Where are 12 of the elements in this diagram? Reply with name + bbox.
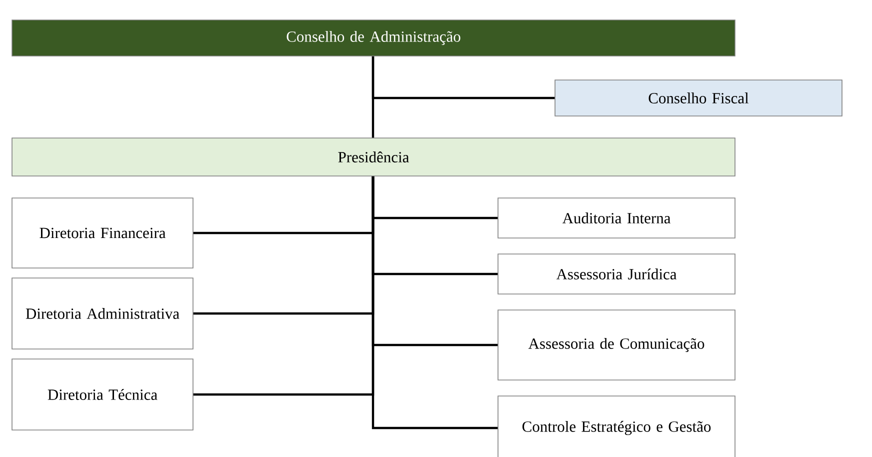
presidency-box: Presidência (12, 138, 736, 176)
unit-box: Controle Estratégico e Gestão (498, 396, 736, 457)
unit-box: Diretoria Financeira (12, 198, 194, 268)
unit-box: Diretoria Técnica (12, 358, 194, 430)
connector-line (372, 56, 374, 138)
council-box: Conselho Fiscal (554, 80, 842, 116)
unit-box: Auditoria Interna (498, 198, 736, 238)
unit-box: Assessoria Jurídica (498, 254, 736, 294)
board-box: Conselho de Administração (12, 20, 736, 56)
connector-line (372, 176, 498, 430)
unit-box: Diretoria Administrativa (12, 278, 194, 350)
unit-box: Assessoria de Comunicação (498, 310, 736, 380)
